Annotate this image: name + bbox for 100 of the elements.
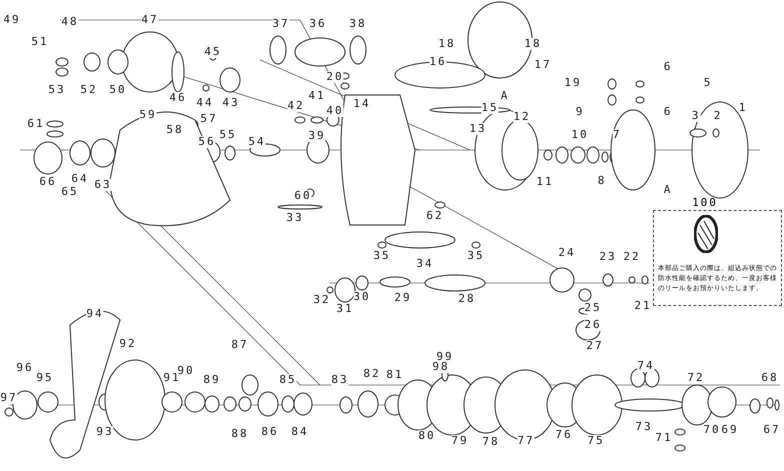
callout-number: 48 xyxy=(61,16,79,28)
callout-number: 93 xyxy=(96,426,114,438)
callout-number: 7 xyxy=(612,129,622,141)
callout-number: 80 xyxy=(418,430,436,442)
callout-number: 81 xyxy=(386,369,404,381)
callout-number: 68 xyxy=(761,372,779,384)
callout-number: 96 xyxy=(16,362,34,374)
callout-number: 87 xyxy=(231,339,249,351)
callout-number: 85 xyxy=(279,374,297,386)
callout-number: 74 xyxy=(637,360,655,372)
callout-number: 10 xyxy=(571,129,589,141)
callout-number: 75 xyxy=(587,435,605,447)
callout-number: 84 xyxy=(291,426,309,438)
callout-number: 83 xyxy=(331,374,349,386)
callout-number: A xyxy=(664,184,672,196)
callout-number: 58 xyxy=(166,124,184,136)
callout-number: 52 xyxy=(80,84,98,96)
callout-number: 95 xyxy=(36,372,54,384)
callout-number: 97 xyxy=(0,392,18,404)
callout-number: 25 xyxy=(584,302,602,314)
callout-number: 13 xyxy=(469,123,487,135)
callout-number: 56 xyxy=(198,136,216,148)
callout-number: 5 xyxy=(704,77,712,89)
callout-number: 47 xyxy=(141,14,159,26)
callout-number: 2 xyxy=(714,110,722,122)
callout-number: 94 xyxy=(86,308,104,320)
callout-number: 73 xyxy=(635,421,653,433)
callout-number: 27 xyxy=(586,340,604,352)
callout-number: 21 xyxy=(634,300,652,312)
callout-number: 53 xyxy=(48,84,66,96)
callout-number: 82 xyxy=(363,368,381,380)
callout-number: 38 xyxy=(349,18,367,30)
callout-number: 46 xyxy=(169,92,187,104)
callout-number: 91 xyxy=(163,372,181,384)
callout-number: 41 xyxy=(308,90,326,102)
callout-number: 43 xyxy=(222,97,240,109)
callout-number: 1 xyxy=(738,102,748,114)
callout-number: 12 xyxy=(513,111,531,123)
callout-number: 29 xyxy=(394,292,412,304)
callout-number: 3 xyxy=(692,110,700,122)
callout-number: 14 xyxy=(353,98,371,110)
callout-number: A xyxy=(500,90,510,102)
callout-number: 57 xyxy=(200,113,218,125)
callout-number: 51 xyxy=(31,36,49,48)
callout-number: 32 xyxy=(313,294,331,306)
callout-number: 22 xyxy=(623,251,641,263)
callout-number: 55 xyxy=(219,129,237,141)
callout-number: 92 xyxy=(119,338,137,350)
callout-number: 39 xyxy=(308,130,326,142)
callout-number: 88 xyxy=(231,428,249,440)
callout-number: 6 xyxy=(664,61,672,73)
callout-number: 31 xyxy=(336,303,354,315)
callout-number: 17 xyxy=(534,59,552,71)
callout-number: 72 xyxy=(687,372,705,384)
callout-number: 16 xyxy=(429,56,447,68)
callout-number: 78 xyxy=(482,436,500,448)
callout-number: 89 xyxy=(203,374,221,386)
callout-number: 15 xyxy=(481,102,499,114)
callout-number: 90 xyxy=(177,365,195,377)
callout-number: 40 xyxy=(326,105,344,117)
callout-number: 28 xyxy=(458,293,476,305)
callout-number: 44 xyxy=(196,97,214,109)
callout-number: 61 xyxy=(27,118,45,130)
callout-number: 62 xyxy=(426,210,444,222)
callout-number: 37 xyxy=(272,18,290,30)
callout-number: 79 xyxy=(451,435,469,447)
callout-number: 59 xyxy=(139,109,157,121)
callout-number: 49 xyxy=(3,14,21,26)
callout-number: 36 xyxy=(309,18,327,30)
callout-number: 64 xyxy=(71,173,89,185)
callout-number: 77 xyxy=(517,435,535,447)
callout-number: 65 xyxy=(61,186,79,198)
callout-number: 63 xyxy=(94,179,112,191)
callout-number: 86 xyxy=(261,426,279,438)
callout-number: 98 xyxy=(432,361,450,373)
callout-number: 76 xyxy=(555,429,573,441)
callout-number: 26 xyxy=(584,319,602,331)
callout-number: 54 xyxy=(248,136,266,148)
callout-number: 66 xyxy=(39,176,57,188)
callout-number: 50 xyxy=(109,84,127,96)
callout-number: 9 xyxy=(576,106,584,118)
callout-number: 34 xyxy=(416,258,434,270)
callout-number: 35 xyxy=(467,250,485,262)
callout-number: 35 xyxy=(373,250,391,262)
callout-number: 71 xyxy=(655,432,673,444)
callout-number: 100 xyxy=(692,196,718,209)
callout-number: 18 xyxy=(524,38,542,50)
callout-number: 23 xyxy=(599,251,617,263)
callout-number: 18 xyxy=(438,38,456,50)
callout-number: 19 xyxy=(564,77,582,89)
callout-number: 45 xyxy=(204,46,222,58)
callout-number: 30 xyxy=(353,291,371,303)
callout-number: 33 xyxy=(286,212,304,224)
callout-number: 60 xyxy=(294,190,312,202)
callout-number: 8 xyxy=(598,175,606,187)
callout-number: 24 xyxy=(558,247,576,259)
callout-number: 70 xyxy=(703,424,721,436)
callout-number: 69 xyxy=(721,424,739,436)
callout-number: 11 xyxy=(536,176,554,188)
callout-number: 42 xyxy=(287,100,305,112)
